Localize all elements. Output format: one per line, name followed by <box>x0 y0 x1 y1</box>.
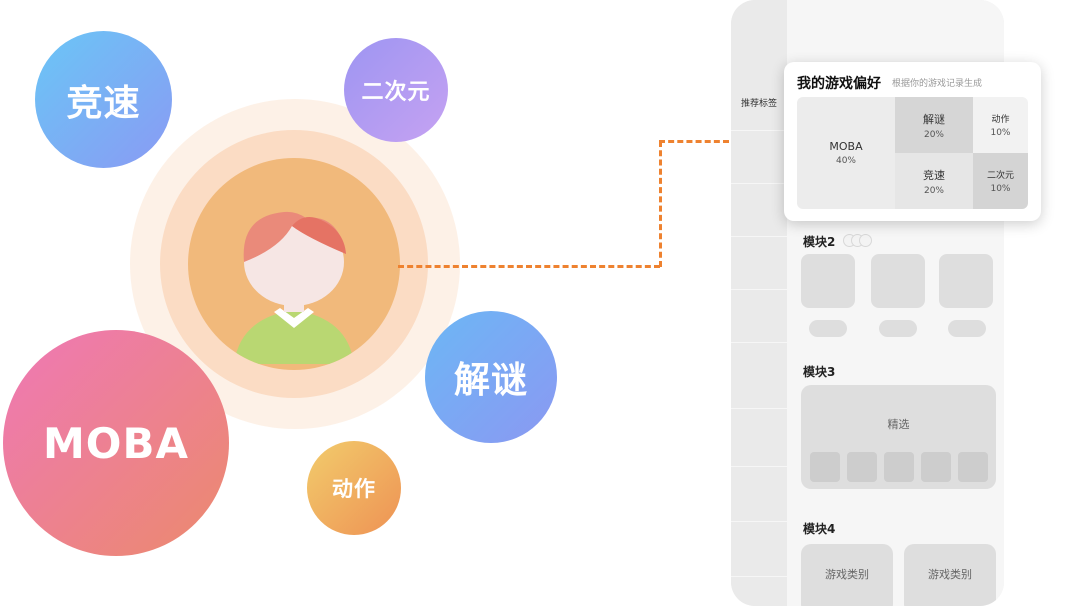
sidebar-divider <box>731 130 787 131</box>
game-label-placeholder <box>948 320 986 337</box>
game-category-label: 游戏类别 <box>928 568 972 581</box>
carousel-dot[interactable] <box>859 234 872 247</box>
tag-sidebar: 推荐标签 <box>731 0 787 606</box>
treemap-cell-name: 解谜 <box>923 112 945 126</box>
game-category-card[interactable]: 游戏类别 <box>801 544 893 606</box>
bubble-moba: MOBA <box>3 330 229 556</box>
game-icon-placeholder[interactable] <box>801 254 855 308</box>
treemap-cell-name: 竞速 <box>923 168 945 182</box>
featured-thumb[interactable] <box>884 452 914 482</box>
bubble-anime: 二次元 <box>344 38 448 142</box>
bubble-puzzle-label: 解谜 <box>453 360 528 401</box>
treemap-cell-percent: 20% <box>923 129 944 140</box>
treemap-cell-anime[interactable]: 二次元 10% <box>973 153 1028 209</box>
connector-line-lower <box>398 265 660 268</box>
treemap-cell-action[interactable]: 动作 10% <box>973 97 1028 153</box>
treemap-cell-percent: 20% <box>923 185 944 196</box>
game-icon-placeholder[interactable] <box>871 254 925 308</box>
popup-title: 我的游戏偏好 <box>797 76 881 92</box>
treemap-cell-puzzle[interactable]: 解谜 20% <box>895 97 973 153</box>
content-area: 模块2 模块3 精选 模块4 游戏类别 游戏类别 <box>787 0 1004 606</box>
phone-mockup: 推荐标签 模块2 模块3 精选 模块4 <box>731 0 1004 606</box>
sidebar-divider <box>731 342 787 343</box>
treemap-cell-name: 二次元 <box>986 171 1014 181</box>
bubble-moba-label: MOBA <box>42 418 190 468</box>
module2-title: 模块2 <box>803 235 836 249</box>
user-avatar-icon <box>234 211 354 364</box>
game-icon-placeholder[interactable] <box>939 254 993 308</box>
sidebar-divider <box>731 521 787 522</box>
bubble-action-label: 动作 <box>332 477 376 501</box>
popup-subtitle: 根据你的游戏记录生成 <box>892 79 983 89</box>
featured-label: 精选 <box>887 418 910 431</box>
sidebar-divider <box>731 576 787 577</box>
module3-title: 模块3 <box>803 365 836 379</box>
treemap-cell-percent: 40% <box>835 156 856 166</box>
bubble-racing: 竞速 <box>35 31 172 168</box>
connector-line-vertical <box>659 141 662 267</box>
treemap-cell-racing[interactable]: 竞速 20% <box>895 153 973 209</box>
sidebar-divider <box>731 183 787 184</box>
featured-thumb[interactable] <box>810 452 840 482</box>
bubble-puzzle: 解谜 <box>425 311 557 443</box>
user-avatar <box>188 158 400 370</box>
treemap-cell-moba[interactable]: MOBA 40% <box>797 97 895 209</box>
treemap-cell-percent: 10% <box>990 128 1011 138</box>
featured-thumb[interactable] <box>847 452 877 482</box>
game-category-card[interactable]: 游戏类别 <box>904 544 996 606</box>
treemap-cell-name: 动作 <box>991 115 1010 125</box>
bubble-action: 动作 <box>307 441 401 535</box>
connector-line-upper <box>659 140 729 143</box>
bubble-anime-label: 二次元 <box>361 80 431 105</box>
preference-treemap: MOBA 40% 解谜 20% 动作 10% 竞速 20% 二次元 10% <box>797 97 1028 209</box>
sidebar-divider <box>731 236 787 237</box>
game-preference-popup: 我的游戏偏好 根据你的游戏记录生成 MOBA 40% 解谜 20% 动作 10%… <box>784 62 1041 221</box>
featured-thumb[interactable] <box>958 452 988 482</box>
game-label-placeholder <box>879 320 917 337</box>
sidebar-divider <box>731 289 787 290</box>
game-category-label: 游戏类别 <box>825 568 869 581</box>
treemap-cell-percent: 10% <box>990 184 1011 194</box>
sidebar-label-recommended-tags[interactable]: 推荐标签 <box>740 99 777 109</box>
sidebar-divider <box>731 466 787 467</box>
featured-card[interactable]: 精选 <box>801 385 996 489</box>
game-label-placeholder <box>809 320 847 337</box>
featured-thumb[interactable] <box>921 452 951 482</box>
bubble-racing-label: 竞速 <box>66 82 141 124</box>
sidebar-divider <box>731 408 787 409</box>
treemap-cell-name: MOBA <box>829 140 863 153</box>
module4-title: 模块4 <box>803 522 836 536</box>
